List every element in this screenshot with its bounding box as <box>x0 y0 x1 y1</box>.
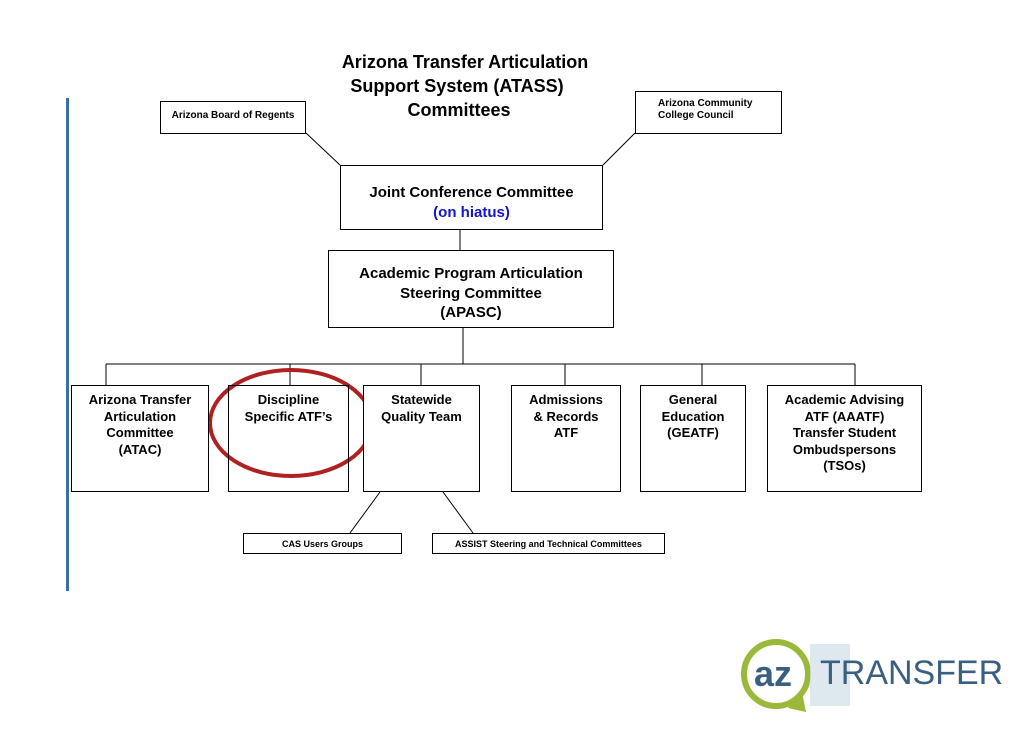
atac-line-4: (ATAC) <box>118 441 162 457</box>
az-transfer-logo: az <box>741 639 850 712</box>
accc-line-1: Arizona Community <box>658 98 753 109</box>
advising-line-5: (TSOs) <box>823 458 866 473</box>
admissions-line-1: Admissions <box>529 392 603 407</box>
box-apasc: Academic Program Articulation Steering C… <box>328 250 614 328</box>
diagram-title: Arizona Transfer Articulation Support Sy… <box>300 50 630 122</box>
box-arizona-community-college-council: Arizona Community College Council <box>635 91 782 134</box>
box-cas-users-groups: CAS Users Groups <box>243 533 402 554</box>
box-atac: Arizona Transfer Articulation Committee … <box>71 385 209 492</box>
advising-line-2: ATF (AAATF) <box>804 408 885 424</box>
assist-label: ASSIST Steering and Technical Committees <box>455 539 642 549</box>
cas-label: CAS Users Groups <box>281 539 364 549</box>
advising-line-4: Ombudspersons <box>792 441 897 457</box>
quality-line-1: Statewide <box>391 392 452 407</box>
title-line-3: Committees <box>407 100 511 120</box>
atac-line-2: Articulation <box>103 408 177 424</box>
logo-state-shape <box>810 644 850 706</box>
discipline-line-1: Discipline <box>257 392 320 407</box>
accent-bar <box>66 98 69 591</box>
accc-line-2: College Council <box>658 110 734 121</box>
discipline-line-2: Specific ATF’s <box>244 408 333 424</box>
title-line-1: Arizona Transfer Articulation <box>341 52 589 72</box>
joint-name: Joint Conference Committee <box>369 184 574 201</box>
box-academic-advising: Academic Advising ATF (AAATF) Transfer S… <box>767 385 922 492</box>
logo-swoosh-circle <box>741 639 811 709</box>
logo-word: TRANSFER <box>820 654 1004 692</box>
box-discipline-specific-atfs: Discipline Specific ATF’s <box>228 385 349 492</box>
geatf-line-1: General <box>668 392 718 407</box>
apasc-line-3: (APASC) <box>440 304 502 321</box>
abor-label: Arizona Board of Regents <box>171 110 295 121</box>
quality-line-2: Quality Team <box>381 408 462 424</box>
box-admissions-records-atf: Admissions & Records ATF <box>511 385 621 492</box>
atac-line-1: Arizona Transfer <box>88 392 192 407</box>
logo-arrow <box>788 692 806 712</box>
box-arizona-board-of-regents: Arizona Board of Regents <box>160 101 306 134</box>
apasc-line-2: Steering Committee <box>400 284 542 302</box>
advising-line-1: Academic Advising <box>784 392 905 407</box>
title-line-2: Support System (ATASS) <box>350 76 564 96</box>
box-general-education: General Education (GEATF) <box>640 385 746 492</box>
joint-status: (on hiatus) <box>433 203 510 221</box>
admissions-line-2: & Records <box>533 408 599 424</box>
apasc-line-1: Academic Program Articulation <box>359 265 583 282</box>
atac-line-3: Committee <box>106 425 174 440</box>
admissions-line-3: ATF <box>553 425 579 440</box>
advising-line-3: Transfer Student <box>792 425 897 440</box>
logo-prefix: az <box>754 653 792 694</box>
box-joint-conference-committee: Joint Conference Committee (on hiatus) <box>340 165 603 230</box>
geatf-line-3: (GEATF) <box>667 425 719 440</box>
geatf-line-2: Education <box>661 408 725 424</box>
box-assist-steering: ASSIST Steering and Technical Committees <box>432 533 665 554</box>
box-statewide-quality-team: Statewide Quality Team <box>363 385 480 492</box>
